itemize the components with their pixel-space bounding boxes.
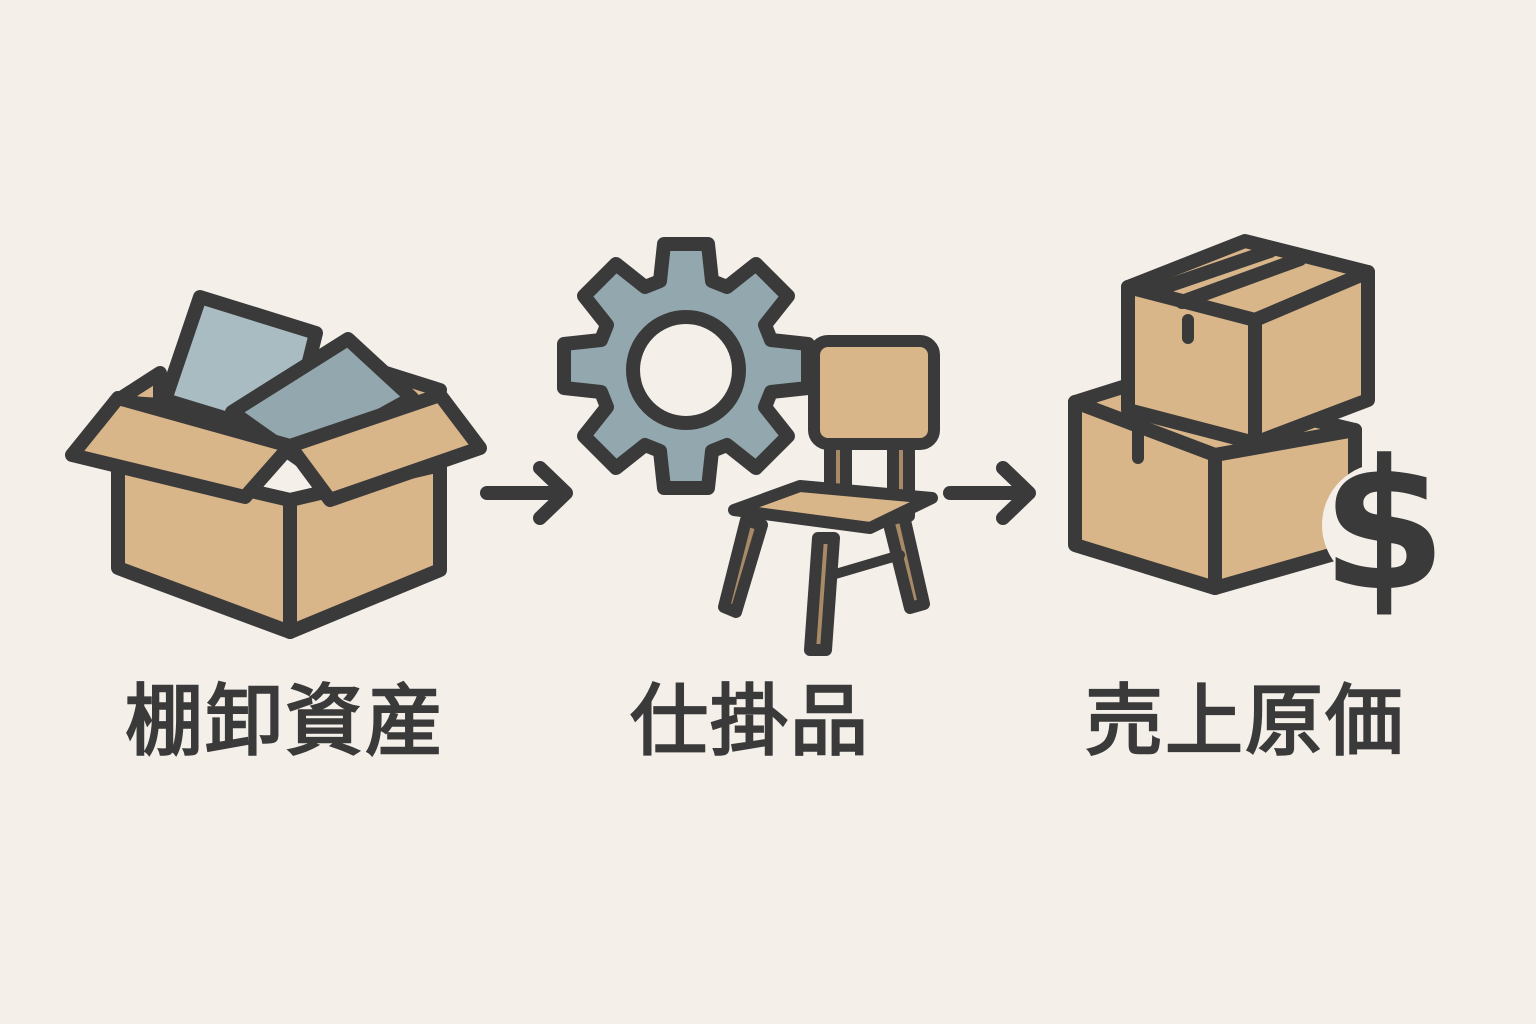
- arrow-right-icon: [480, 461, 573, 525]
- open-box-icon: [65, 290, 487, 639]
- dollar-sign: $: [1321, 422, 1446, 631]
- label-cost-of-goods-sold: 売上原価: [1084, 677, 1405, 767]
- gear-icon: [557, 237, 815, 495]
- dollar-icon: $: [1321, 422, 1446, 631]
- chair-icon: [718, 335, 940, 656]
- label-inventory: 棚卸資産: [124, 677, 445, 767]
- arrow-right-icon: [943, 461, 1036, 525]
- label-work-in-progress: 仕掛品: [629, 677, 870, 767]
